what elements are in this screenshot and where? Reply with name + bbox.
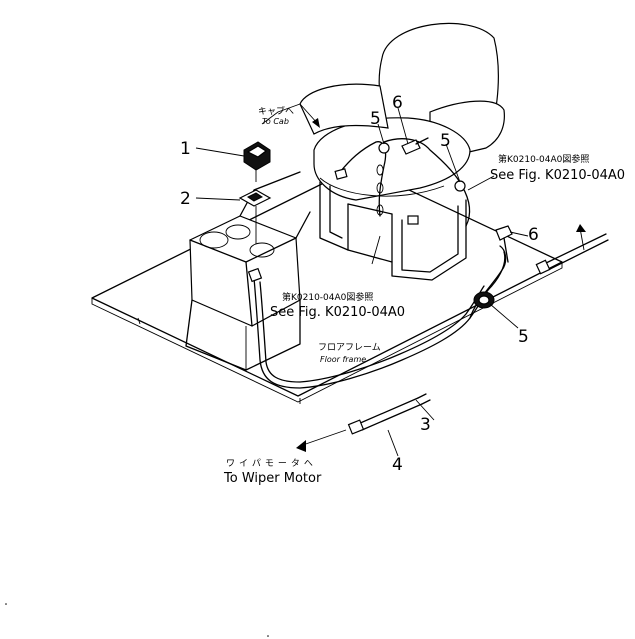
bolt-lower bbox=[495, 225, 513, 263]
ref-upper-en-label: See Fig. K0210-04A0 bbox=[490, 168, 625, 183]
floor-frame-en-label: Floor frame bbox=[320, 355, 366, 364]
to-cab-jp-label: キャブへ bbox=[258, 105, 294, 117]
callout-2: 2 bbox=[180, 189, 191, 209]
scan-speck bbox=[267, 635, 269, 637]
leader-lines bbox=[195, 103, 586, 457]
console-box bbox=[185, 171, 311, 371]
wiper-switch bbox=[243, 141, 271, 182]
bolt-upper bbox=[401, 137, 429, 155]
wiper-harness bbox=[347, 393, 431, 435]
ref-lower-jp-label: 第K0210-04A0図参照 bbox=[282, 291, 373, 303]
to-cab-en-label: To Cab bbox=[262, 117, 289, 126]
cab-harness-end bbox=[535, 233, 609, 275]
ref-upper-jp-label: 第K0210-04A0図参照 bbox=[498, 153, 589, 165]
callout-3: 3 bbox=[420, 415, 431, 435]
operator-seat bbox=[299, 22, 505, 281]
switch-plate bbox=[238, 189, 272, 244]
scan-speck bbox=[5, 603, 7, 605]
clamp-lower bbox=[473, 291, 495, 309]
to-wiper-jp-label: ワイパモータへ bbox=[226, 458, 317, 469]
callout-5-upper-right: 5 bbox=[440, 131, 451, 151]
callout-4: 4 bbox=[392, 455, 403, 475]
callout-5-upper-left: 5 bbox=[370, 109, 381, 129]
floor-frame-jp-label: フロアフレーム bbox=[318, 342, 381, 353]
callout-6-lower: 6 bbox=[528, 225, 539, 245]
ref-lower-en-label: See Fig. K0210-04A0 bbox=[270, 305, 405, 320]
callout-5-lower: 5 bbox=[518, 327, 529, 347]
to-wiper-en-label: To Wiper Motor bbox=[223, 471, 322, 486]
callout-1: 1 bbox=[180, 139, 191, 159]
callout-6-upper: 6 bbox=[392, 93, 403, 113]
